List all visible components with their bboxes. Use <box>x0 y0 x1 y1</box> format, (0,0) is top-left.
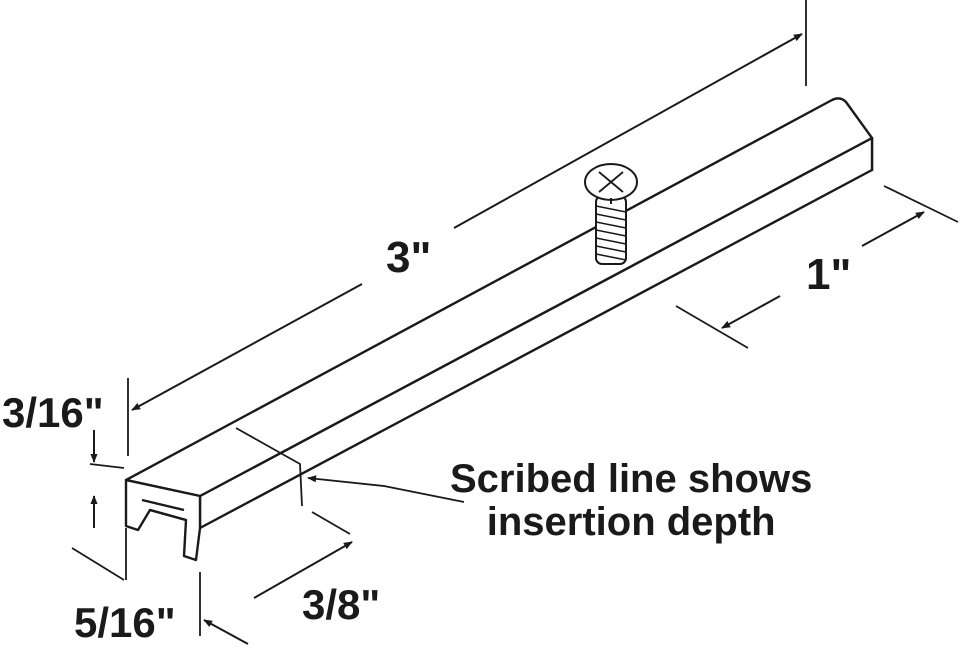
dimension-insertion <box>203 541 353 645</box>
height-label: 3/16" <box>2 389 104 436</box>
channel-bar <box>124 97 874 562</box>
channel-width-label: 5/16" <box>74 599 176 646</box>
length-label: 3" <box>386 233 432 282</box>
callout-text: Scribed line shows insertion depth <box>450 457 813 545</box>
width-label: 1" <box>806 250 852 299</box>
dimension-length <box>131 33 803 411</box>
screw-icon <box>584 163 638 265</box>
callout-line-2: insertion depth <box>486 500 776 545</box>
insertion-depth-label: 3/8" <box>302 581 381 628</box>
dimension-width <box>721 211 925 329</box>
callout-line-1: Scribed line shows <box>450 457 813 501</box>
extension-lines <box>71 0 959 636</box>
callout-leader <box>307 475 465 503</box>
